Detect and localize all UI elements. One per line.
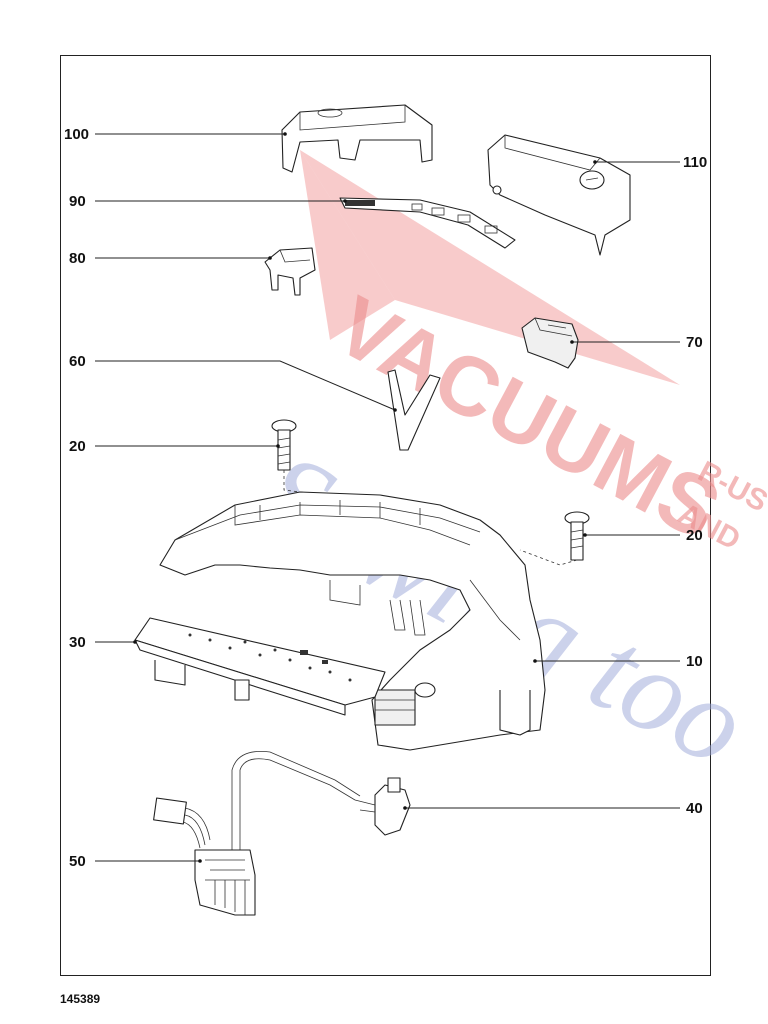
leader-lines bbox=[95, 132, 680, 863]
part-80-switch bbox=[264, 247, 316, 296]
part-50-connector bbox=[153, 797, 256, 916]
callout-20-right: 20 bbox=[686, 527, 703, 544]
watermark-triangle-tail bbox=[300, 150, 395, 340]
callout-20-left: 20 bbox=[69, 438, 86, 455]
part-110-cover bbox=[487, 134, 631, 256]
callout-110: 110 bbox=[683, 154, 707, 171]
part-30-pcb bbox=[134, 617, 386, 716]
callout-50: 50 bbox=[69, 853, 86, 870]
part-10-housing bbox=[159, 491, 546, 751]
callout-60: 60 bbox=[69, 353, 86, 370]
part-100-cover bbox=[281, 104, 433, 173]
part-70-button bbox=[521, 317, 579, 369]
callout-10: 10 bbox=[686, 653, 703, 670]
callout-90: 90 bbox=[69, 193, 86, 210]
part-40-switch bbox=[231, 751, 411, 850]
callout-30: 30 bbox=[69, 634, 86, 651]
callout-40: 40 bbox=[686, 800, 703, 817]
part-90-strip bbox=[339, 197, 516, 249]
callout-labels: 100 110 90 80 70 60 20 20 30 10 40 50 bbox=[64, 126, 707, 870]
callout-70: 70 bbox=[686, 334, 703, 351]
part-20-screw-left bbox=[271, 419, 297, 471]
reference-number: 145389 bbox=[60, 992, 101, 1006]
callout-100: 100 bbox=[64, 126, 89, 143]
part-20-screw-right bbox=[564, 511, 590, 561]
diagram-frame bbox=[60, 55, 711, 976]
part-60-spring bbox=[387, 369, 441, 451]
callout-80: 80 bbox=[69, 250, 86, 267]
